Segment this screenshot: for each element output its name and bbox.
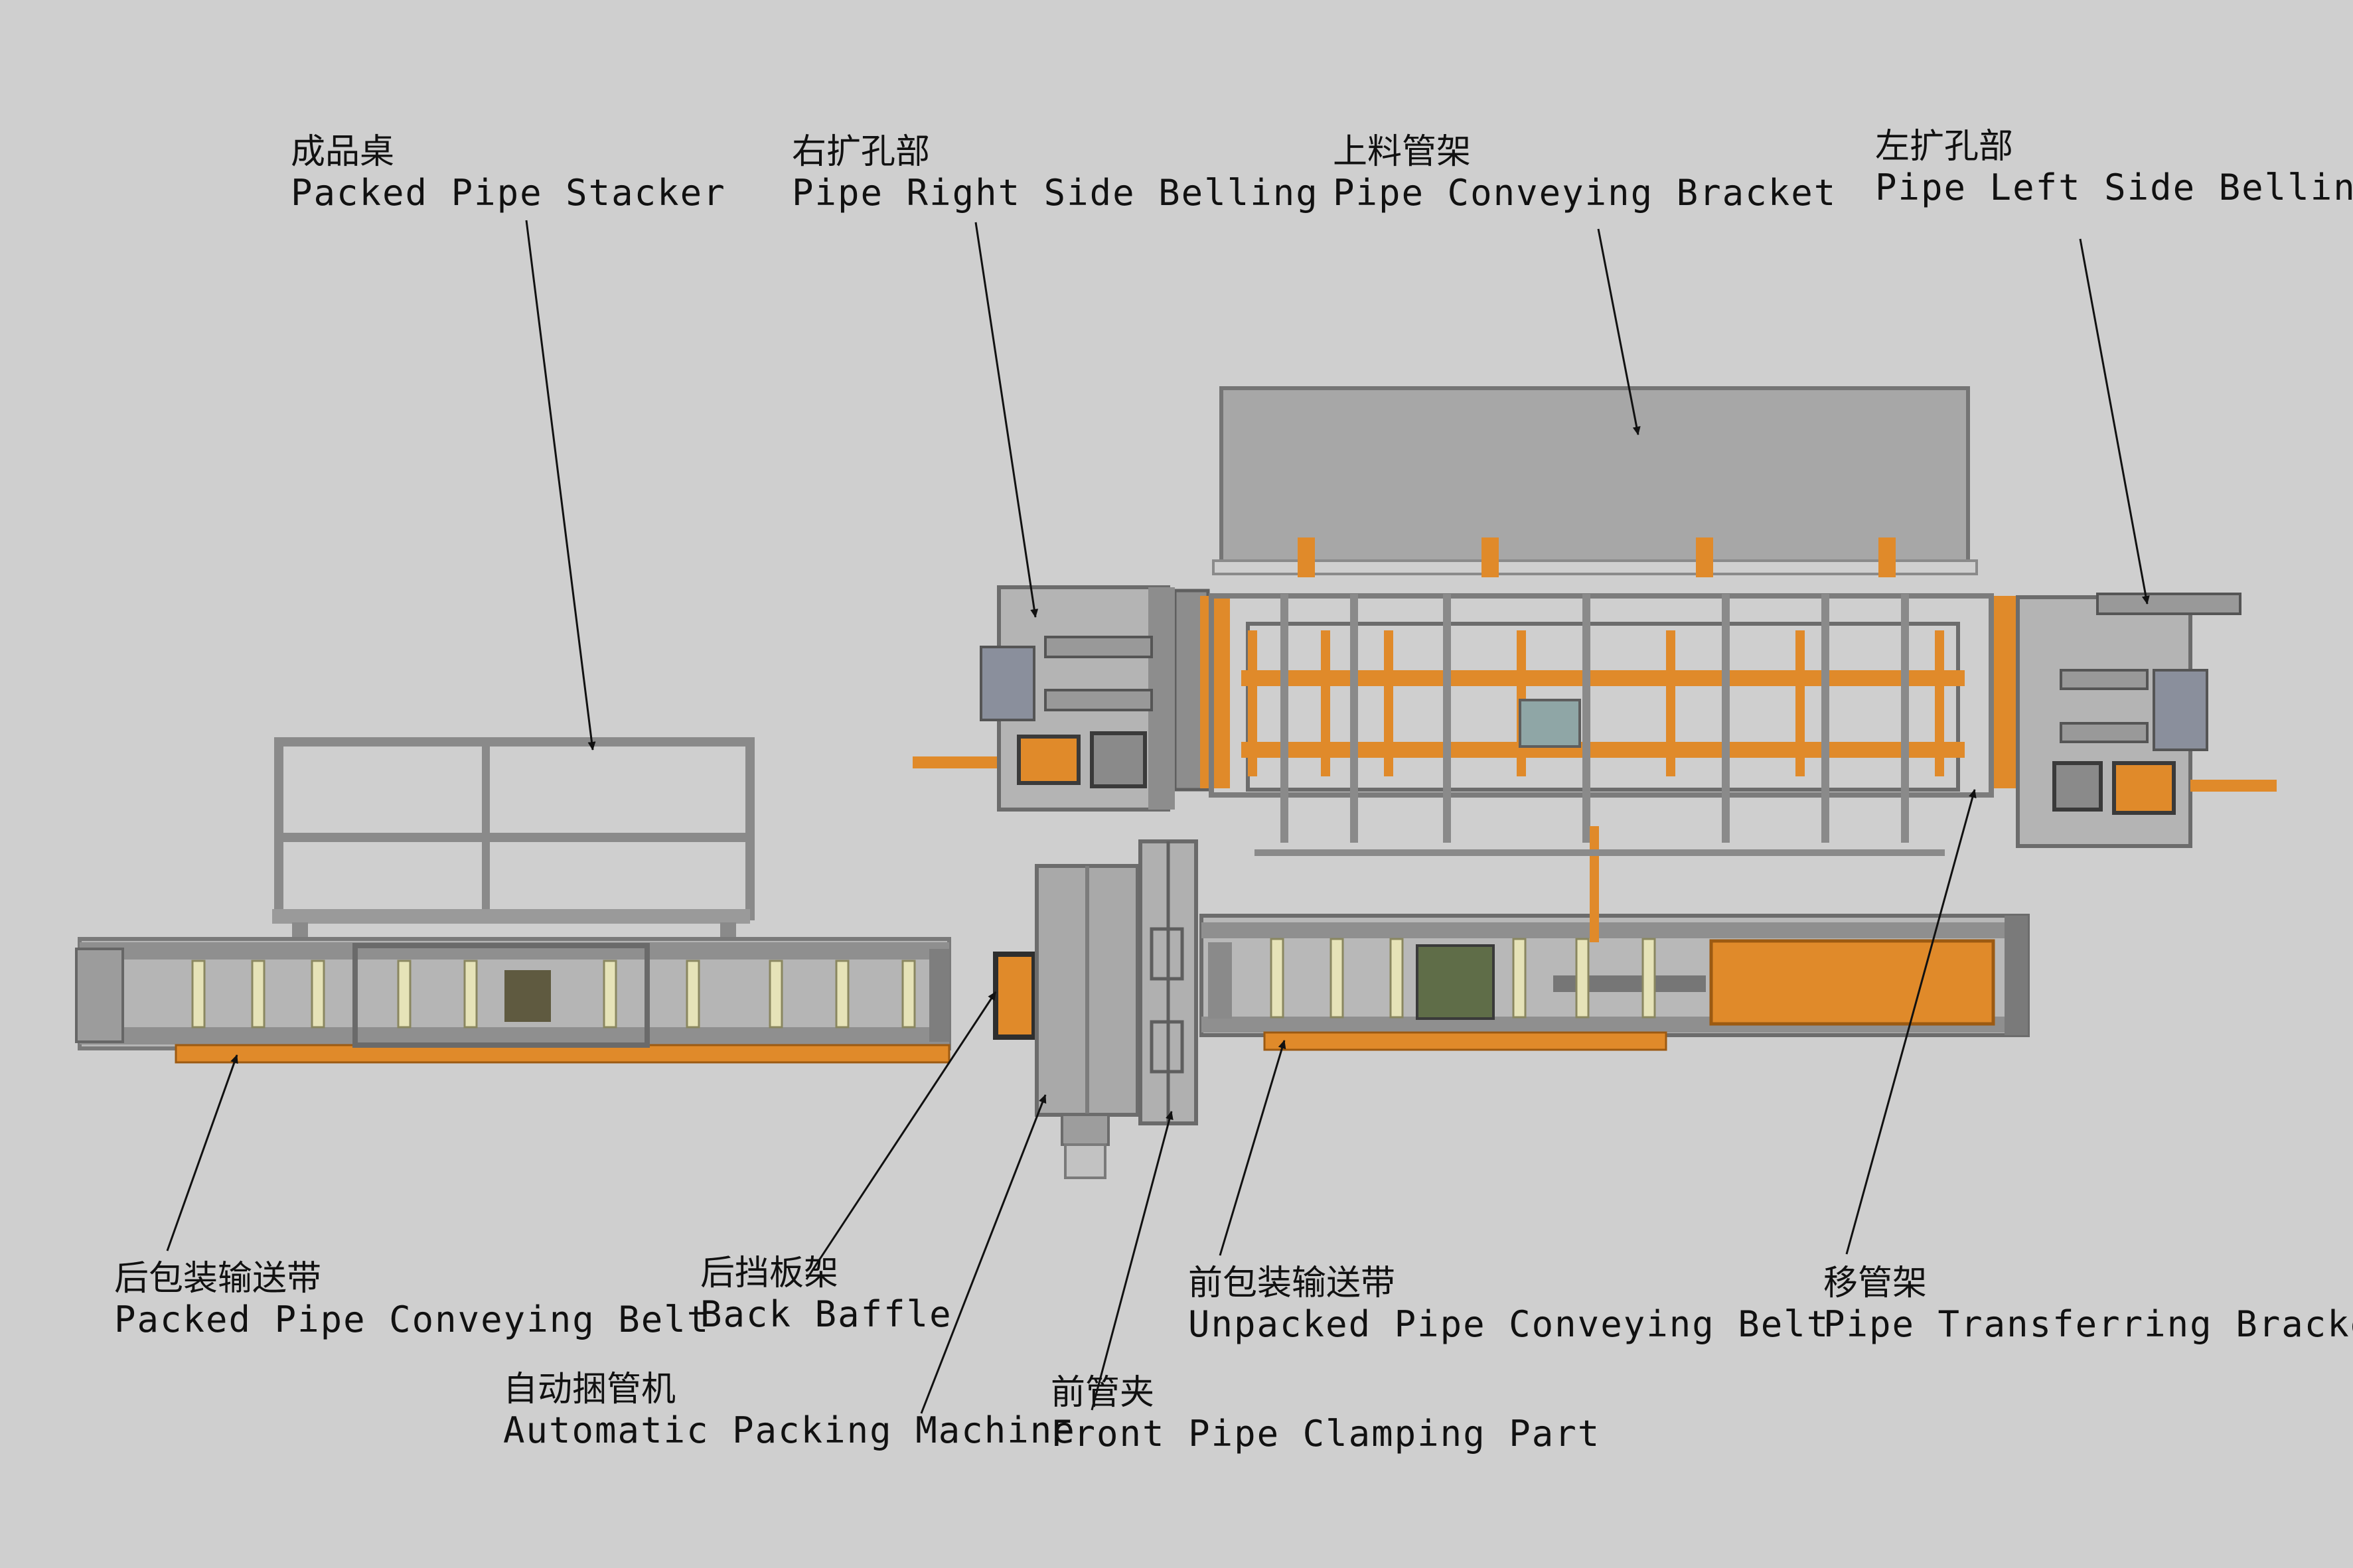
callout-zh-label: 左扩孔部 [1875, 127, 2014, 167]
pipe-left-side-belling-unit [2016, 593, 2277, 848]
callout-zh-label: 成品桌 [291, 132, 395, 172]
unpacked-pipe-conveying-belt-unit [1199, 914, 2030, 1051]
callout-zh-label: 后包装输送带 [114, 1259, 322, 1299]
callout-en-label: Pipe Conveying Bracket [1333, 171, 1837, 214]
callout-back-baffle: 后挡板架 Back Baffle [700, 1253, 952, 1335]
callout-en-label: Pipe Transferring Bracket [1823, 1303, 2353, 1345]
callout-pipe-conveying-bracket: 上料管架 Pipe Conveying Bracket [1333, 132, 1837, 214]
callout-en-label: Front Pipe Clamping Part [1051, 1412, 1601, 1455]
callout-packed-pipe-conveying-belt: 后包装输送带 Packed Pipe Conveying Belt [114, 1259, 710, 1340]
callout-en-label: Automatic Packing Machine [503, 1409, 1076, 1451]
packed-pipe-stacker-unit [272, 737, 755, 959]
front-pipe-clamping-part-unit [1138, 839, 1198, 1125]
callout-zh-label: 前包装输送带 [1188, 1263, 1396, 1303]
callout-zh-label: 前管夹 [1051, 1373, 1155, 1413]
back-baffle-unit [993, 952, 1037, 1040]
callout-pipe-transferring-bracket: 移管架 Pipe Transferring Bracket [1823, 1263, 2353, 1345]
callout-unpacked-pipe-conveying-belt: 前包装输送带 Unpacked Pipe Conveying Belt [1188, 1263, 1830, 1345]
callout-en-label: Pipe Left Side Belling [1875, 166, 2353, 208]
callout-front-pipe-clamping-part: 前管夹 Front Pipe Clamping Part [1051, 1373, 1601, 1455]
packed-pipe-conveying-belt-unit [75, 937, 951, 1064]
leader-lines [166, 220, 2150, 1414]
central-frame-unit [1173, 589, 2021, 942]
callout-en-label: Packed Pipe Stacker [291, 171, 726, 214]
callout-en-label: Packed Pipe Conveying Belt [114, 1298, 710, 1340]
callout-en-label: Back Baffle [700, 1293, 952, 1335]
callout-en-label: Unpacked Pipe Conveying Belt [1188, 1303, 1830, 1345]
callout-zh-label: 上料管架 [1333, 132, 1472, 172]
callout-zh-label: 后挡板架 [700, 1253, 839, 1293]
pipe-right-side-belling-unit [913, 585, 1175, 812]
callout-automatic-packing-machine: 自动捆管机 Automatic Packing Machine [503, 1370, 1076, 1451]
callout-en-label: Pipe Right Side Belling [792, 171, 1319, 214]
callout-zh-label: 右扩孔部 [792, 132, 931, 172]
callout-pipe-left-side-belling: 左扩孔部 Pipe Left Side Belling [1875, 127, 2353, 208]
callout-packed-pipe-stacker: 成品桌 Packed Pipe Stacker [291, 132, 726, 214]
callout-zh-label: 移管架 [1823, 1263, 1928, 1303]
pipe-conveying-bracket-unit [1212, 386, 1978, 577]
automatic-packing-machine-unit [1035, 864, 1140, 1179]
callout-pipe-right-side-belling: 右扩孔部 Pipe Right Side Belling [792, 132, 1319, 214]
callout-zh-label: 自动捆管机 [503, 1370, 676, 1409]
